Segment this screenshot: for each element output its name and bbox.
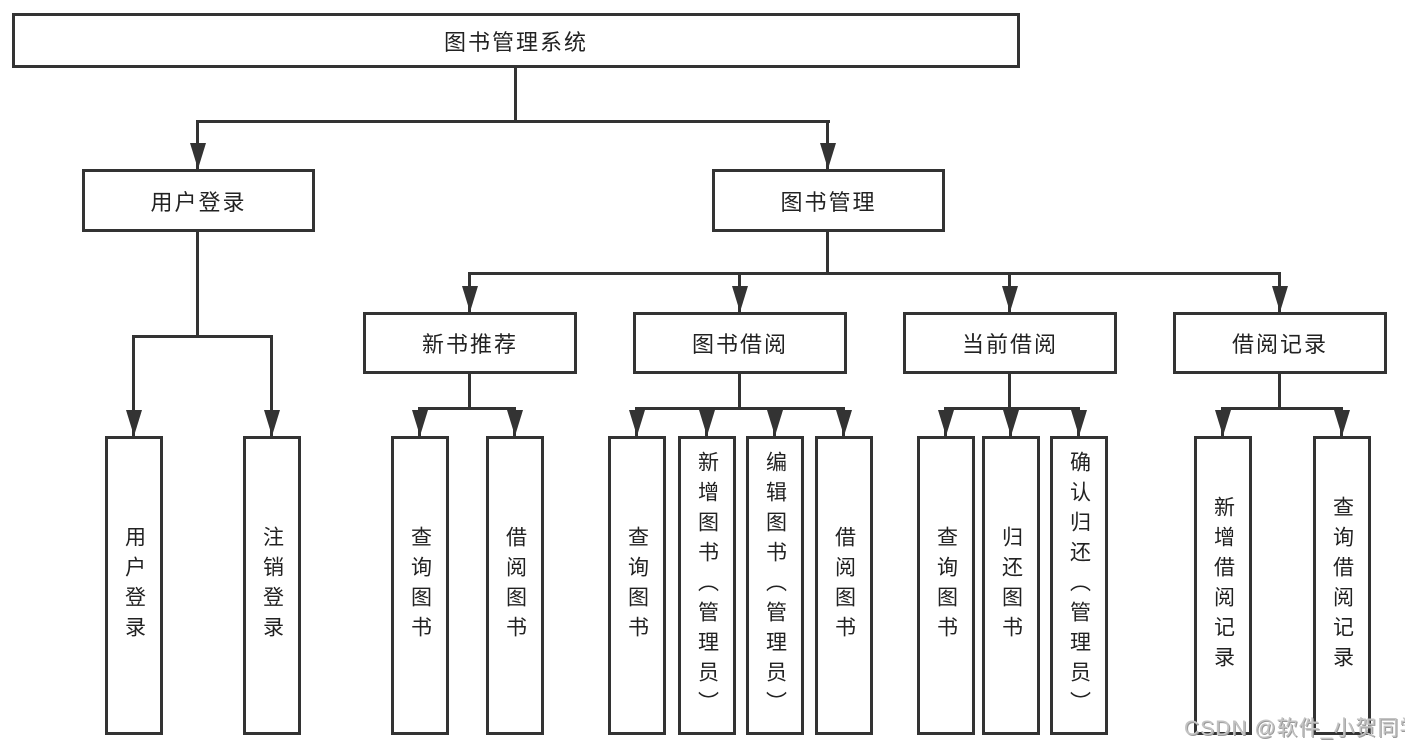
node-leaf-borrow-book-rec: 借阅图书 [486,436,544,735]
connector-vline [1278,374,1281,410]
node-current-borrow: 当前借阅 [903,312,1117,374]
node-leaf-query-book-current-label: 查询图书 [934,525,958,646]
connector-hline [468,272,1281,275]
arrowhead-down-icon [1272,286,1288,312]
arrowhead-down-icon [1071,410,1087,436]
connector-vline [514,66,517,123]
node-leaf-logout: 注销登录 [243,436,301,735]
node-user-login-label: 用户登录 [150,189,247,215]
node-leaf-edit-book-admin-label: 编辑图书（管理员） [763,450,787,721]
connector-hline [1221,407,1343,410]
node-leaf-query-borrow-record: 查询借阅记录 [1313,436,1371,735]
node-book-borrow-label: 图书借阅 [691,332,788,357]
arrowhead-down-icon [126,410,142,436]
node-leaf-logout-label: 注销登录 [260,525,284,646]
connector-hline [635,407,845,410]
node-current-borrow-label: 当前借阅 [961,332,1058,357]
arrowhead-down-icon [462,286,478,312]
arrowhead-down-icon [820,143,836,169]
node-leaf-return-book: 归还图书 [982,436,1040,735]
arrowhead-down-icon [938,410,954,436]
node-leaf-user-login-label: 用户登录 [122,525,146,646]
connector-hline [418,407,516,410]
node-borrow-record: 借阅记录 [1173,312,1387,374]
node-leaf-add-borrow-record-label: 新增借阅记录 [1211,495,1235,676]
connector-vline [468,374,471,410]
node-leaf-query-book-rec-label: 查询图书 [408,525,432,646]
node-new-book-rec-label: 新书推荐 [421,332,518,357]
csdn-watermark: CSDN @软件_小贺同学 [1184,717,1405,740]
node-leaf-return-book-label: 归还图书 [999,525,1023,646]
arrowhead-down-icon [836,410,852,436]
node-root-label: 图书管理系统 [443,29,588,55]
node-leaf-borrow-book-borrow-label: 借阅图书 [832,525,856,646]
node-leaf-confirm-return-admin-label: 确认归还（管理员） [1067,450,1091,721]
connector-vline [738,374,741,410]
node-leaf-edit-book-admin: 编辑图书（管理员） [746,436,804,735]
arrowhead-down-icon [699,410,715,436]
connector-hline [132,335,273,338]
node-leaf-borrow-book-rec-label: 借阅图书 [503,525,527,646]
connector-vline [270,335,273,436]
arrowhead-down-icon [732,286,748,312]
node-leaf-query-borrow-record-label: 查询借阅记录 [1330,495,1354,676]
connector-hline [196,120,830,123]
connector-vline [1008,374,1011,410]
node-leaf-query-book-current: 查询图书 [917,436,975,735]
node-leaf-user-login: 用户登录 [105,436,163,735]
arrowhead-down-icon [264,410,280,436]
connector-vline [132,335,135,436]
node-new-book-rec: 新书推荐 [363,312,577,374]
connector-vline [826,232,829,275]
connector-vline [196,232,199,338]
node-book-mgmt-label: 图书管理 [780,189,877,215]
arrowhead-down-icon [1002,286,1018,312]
arrowhead-down-icon [507,410,523,436]
node-leaf-query-book-rec: 查询图书 [391,436,449,735]
arrowhead-down-icon [767,410,783,436]
node-leaf-add-book-admin: 新增图书（管理员） [678,436,736,735]
node-leaf-borrow-book-borrow: 借阅图书 [815,436,873,735]
node-root: 图书管理系统 [12,13,1020,68]
node-leaf-query-book-borrow: 查询图书 [608,436,666,735]
connector-hline [944,407,1080,410]
arrowhead-down-icon [1334,410,1350,436]
node-book-borrow: 图书借阅 [633,312,847,374]
node-leaf-confirm-return-admin: 确认归还（管理员） [1050,436,1108,735]
arrowhead-down-icon [1003,410,1019,436]
node-book-mgmt: 图书管理 [712,169,945,232]
node-leaf-add-book-admin-label: 新增图书（管理员） [695,450,719,721]
node-user-login: 用户登录 [82,169,315,232]
node-borrow-record-label: 借阅记录 [1231,332,1328,357]
node-leaf-add-borrow-record: 新增借阅记录 [1194,436,1252,735]
arrowhead-down-icon [190,143,206,169]
arrowhead-down-icon [412,410,428,436]
arrowhead-down-icon [1215,410,1231,436]
arrowhead-down-icon [629,410,645,436]
node-leaf-query-book-borrow-label: 查询图书 [625,525,649,646]
